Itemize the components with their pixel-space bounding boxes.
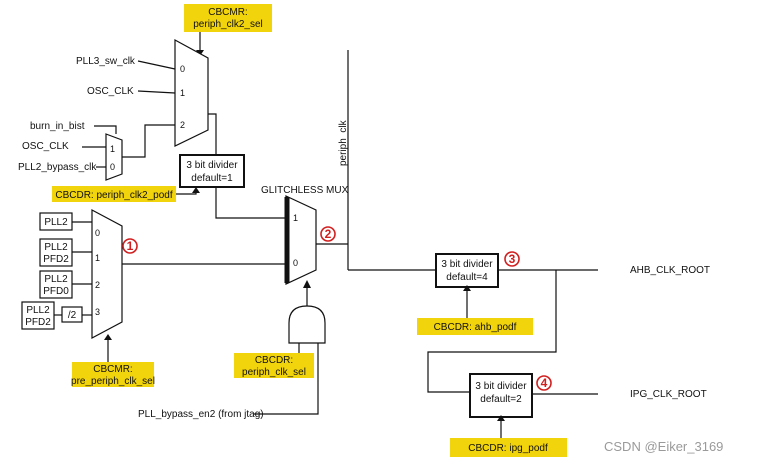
- pll3-sw-clk-label: PLL3_sw_clk: [76, 56, 136, 67]
- mux-left-in0: 0: [95, 228, 100, 238]
- cbcdr-periph-clk2-podf-note: [52, 186, 176, 202]
- src-pll2-pfd2b-l1: PLL2: [26, 305, 50, 316]
- ipg-clk-root-label: IPG_CLK_ROOT: [630, 389, 707, 400]
- mux-left-in3: 3: [95, 307, 100, 317]
- src-pll2-pfd2-div: [21, 301, 55, 330]
- cbcdr-psel-line1: CBCDR:: [255, 355, 293, 366]
- wire-burn-in-bist: [94, 125, 117, 134]
- marker-1-num: 1: [127, 239, 134, 253]
- glitchless-mux: [285, 195, 317, 285]
- cbcdr-periph-clk-sel-note: [234, 353, 314, 378]
- marker-2-num: 2: [325, 227, 332, 241]
- mux-periph-clk2: [174, 38, 209, 147]
- osc-clk-small-label: OSC_CLK: [22, 141, 69, 152]
- cbcdr-ahb-podf-text: CBCDR: ahb_podf: [434, 322, 517, 333]
- marker-1: [122, 238, 138, 254]
- src-pll2-pfd0-l1: PLL2: [44, 274, 68, 285]
- mux-top-in1: 1: [180, 88, 185, 98]
- ipg-podf-arrow-head: [497, 415, 505, 421]
- marker-2: [320, 226, 336, 242]
- div1-line1: 3 bit divider: [186, 160, 238, 171]
- mux-left-in2: 2: [95, 280, 100, 290]
- divider-ipg: [469, 373, 533, 418]
- mux-pre-periph: [91, 209, 123, 339]
- periph-clk-label: periph_clk: [338, 119, 349, 166]
- osc-clk-top-label: OSC_CLK: [87, 86, 134, 97]
- marker-4: [536, 375, 552, 391]
- mux-top-in0: 0: [180, 64, 185, 74]
- marker-3: [504, 251, 520, 267]
- div1-line2: default=1: [191, 173, 233, 184]
- ipg-div-line1: 3 bit divider: [475, 381, 527, 392]
- src-pll2-pfd0: [39, 270, 73, 299]
- cbcdr-pclk2-podf-text: CBCDR: periph_clk2_podf: [55, 190, 173, 201]
- cbcdr-ahb-podf-note: [417, 318, 533, 335]
- pre-periph-sel-arrow-head: [104, 334, 112, 340]
- cbcdr-psel-line2: periph_clk_sel: [242, 367, 306, 378]
- src-pll2-pfd0-l2: PFD0: [43, 286, 69, 297]
- wire-osc-clk-top: [137, 90, 176, 94]
- cbcmr-bottom-line2: pre_periph_clk_sel: [71, 376, 155, 387]
- divider-default1: [179, 154, 245, 188]
- ahb-clk-root-label: AHB_CLK_ROOT: [630, 265, 710, 276]
- ahb-podf-arrow-head: [463, 285, 471, 291]
- cbcmr-top-line1: CBCMR:: [208, 7, 247, 18]
- wire-div1-to-gmux: [215, 187, 286, 219]
- watermark: CSDN @Eiker_3169: [604, 439, 723, 454]
- mux-small-in1: 1: [110, 144, 115, 154]
- marker-3-num: 3: [509, 252, 516, 266]
- cbcmr-pre-periph-clk-sel-note: [72, 362, 154, 387]
- wire-small-mux-out: [122, 124, 175, 158]
- wire-ahb-to-ipg: [427, 270, 557, 393]
- mux-top-in2: 2: [180, 120, 185, 130]
- cbcmr-top-line2: periph_clk2_sel: [193, 19, 263, 30]
- mux-small-in0: 0: [110, 162, 115, 172]
- cbcdr-ipg-podf-note: [450, 438, 567, 457]
- ipg-div-line2: default=2: [480, 394, 522, 405]
- marker-4-num: 4: [541, 376, 548, 390]
- pll-bypass-en2-label: PLL_bypass_en2 (from jtag): [138, 409, 264, 420]
- divider-ahb: [435, 253, 499, 288]
- pll2-bypass-clk-label: PLL2_bypass_clk: [18, 162, 97, 173]
- wire-top-mux-out: [208, 113, 217, 155]
- src-pll2-pfd2b-l2: PFD2: [25, 317, 51, 328]
- src-pll2-pfd2-l2: PFD2: [43, 254, 69, 265]
- mux-left-in1: 1: [95, 253, 100, 263]
- ahb-div-line2: default=4: [446, 272, 488, 283]
- and-gate: [288, 305, 326, 344]
- gmux-in1: 1: [293, 213, 298, 223]
- cbcdr-ipg-podf-text: CBCDR: ipg_podf: [468, 443, 548, 454]
- and-to-gmux-arrow-head: [303, 280, 311, 288]
- src-pll2-label: PLL2: [44, 217, 68, 228]
- div2-label: /2: [68, 310, 77, 321]
- ahb-div-line1: 3 bit divider: [441, 259, 493, 270]
- gmux-in0: 0: [293, 258, 298, 268]
- glitchless-mux-label: GLITCHLESS MUX: [261, 185, 349, 196]
- cbcmr-bottom-line1: CBCMR:: [93, 364, 132, 375]
- src-pll2-pfd2-l1: PLL2: [44, 242, 68, 253]
- src-pll2-pfd2: [39, 238, 73, 267]
- wire-jtag-to-and: [254, 343, 319, 415]
- pclk2-podf-arrow-head: [192, 187, 200, 193]
- burn-in-bist-label: burn_in_bist: [30, 121, 85, 132]
- mux-bypass-small: [105, 133, 123, 181]
- cbcmr-periph-clk2-sel-note: [184, 4, 272, 32]
- wire-pll3-sw-clk: [137, 60, 176, 70]
